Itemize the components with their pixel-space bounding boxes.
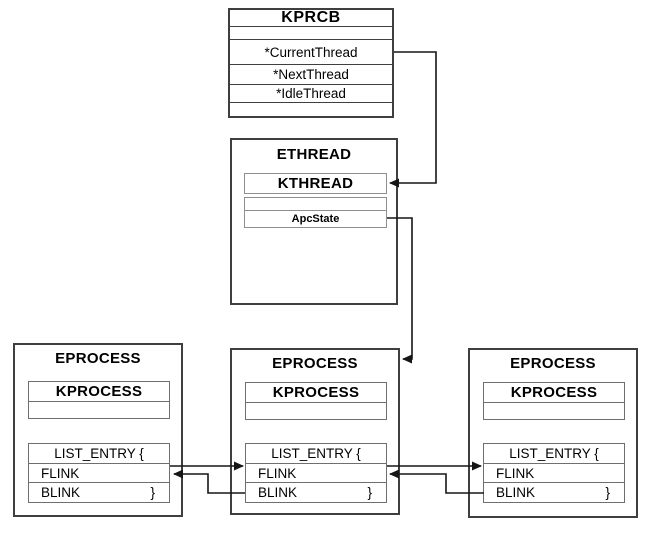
blink-row-left: BLINK } xyxy=(29,483,169,501)
list-entry-box-middle: LIST_ENTRY { FLINK BLINK } xyxy=(245,443,387,503)
kprocess-left-empty-row xyxy=(29,402,169,417)
eprocess-box-middle: EPROCESS KPROCESS LIST_ENTRY { FLINK BLI… xyxy=(230,348,400,515)
kprocess-right-empty-row xyxy=(484,403,624,418)
list-entry-box-left: LIST_ENTRY { FLINK BLINK } xyxy=(28,443,170,503)
blink-middle-closing-brace: } xyxy=(367,484,372,500)
kprcb-field-currentthread: *CurrentThread xyxy=(230,40,392,65)
blink-left-closing-brace: } xyxy=(150,484,155,500)
kprocess-middle-empty-row xyxy=(246,403,386,418)
apcstate-row: ApcState xyxy=(291,212,340,225)
kthread-empty-row xyxy=(245,198,386,211)
list-entry-left-label: LIST_ENTRY { xyxy=(29,444,169,464)
kprocess-left-title: KPROCESS xyxy=(29,382,169,402)
blink-right-closing-brace: } xyxy=(605,484,610,500)
kprcb-field-nextthread: *NextThread xyxy=(230,65,392,85)
list-entry-box-right: LIST_ENTRY { FLINK BLINK } xyxy=(483,443,625,503)
kprocess-right-title: KPROCESS xyxy=(484,383,624,403)
blink-row-right: BLINK } xyxy=(484,483,624,501)
kthread-box: KTHREAD xyxy=(244,173,387,194)
kprocess-middle-title: KPROCESS xyxy=(246,383,386,403)
eprocess-box-right: EPROCESS KPROCESS LIST_ENTRY { FLINK BLI… xyxy=(468,348,638,518)
kprcb-field-idlethread: *IdleThread xyxy=(230,85,392,103)
kprcb-title: KPRCB xyxy=(230,9,392,27)
eprocess-middle-title: EPROCESS xyxy=(272,355,358,372)
flink-row-left: FLINK xyxy=(29,464,169,483)
kprocess-box-right: KPROCESS xyxy=(483,382,625,420)
eprocess-left-title: EPROCESS xyxy=(55,350,141,367)
kthread-fields-box: ApcState xyxy=(244,197,387,228)
kprocess-box-middle: KPROCESS xyxy=(245,382,387,420)
kprocess-box-left: KPROCESS xyxy=(28,381,170,419)
kprcb-empty-row-top xyxy=(230,27,392,40)
flink-row-right: FLINK xyxy=(484,464,624,483)
blink-middle-label: BLINK xyxy=(258,484,298,500)
blink-left-label: BLINK xyxy=(41,484,81,500)
eprocess-right-title: EPROCESS xyxy=(510,355,596,372)
kprcb-empty-row-bottom xyxy=(230,103,392,116)
ethread-title: ETHREAD xyxy=(276,146,352,163)
eprocess-box-left: EPROCESS KPROCESS LIST_ENTRY { FLINK BLI… xyxy=(13,343,183,517)
flink-row-middle: FLINK xyxy=(246,464,386,483)
list-entry-middle-label: LIST_ENTRY { xyxy=(246,444,386,464)
list-entry-right-label: LIST_ENTRY { xyxy=(484,444,624,464)
ethread-box: ETHREAD KTHREAD ApcState xyxy=(230,138,398,305)
kprcb-box: KPRCB *CurrentThread *NextThread *IdleTh… xyxy=(228,8,394,118)
blink-right-label: BLINK xyxy=(496,484,536,500)
blink-row-middle: BLINK } xyxy=(246,483,386,501)
